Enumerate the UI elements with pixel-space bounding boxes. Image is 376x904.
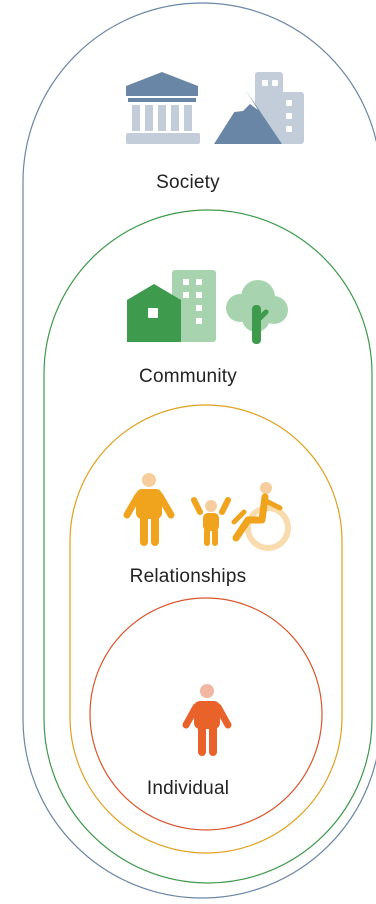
community-ring [43,209,373,884]
individual-ring [89,597,323,831]
individual-label: Individual [146,778,230,799]
community-label: Community [139,366,237,387]
house-icon [127,284,181,342]
tree-icon [226,280,288,344]
person-icon [182,684,232,756]
apartment-building-icon [172,270,216,342]
government-building-icon [126,72,200,144]
society-ring [22,2,376,899]
relationships-label: Relationships [129,566,247,587]
adult-person-icon [123,473,175,546]
child-icon [191,497,231,546]
society-label: Society [156,172,220,193]
relationships-ring [69,404,343,854]
wheelchair-user-icon [231,482,291,551]
city-skyline-icon [214,72,304,144]
